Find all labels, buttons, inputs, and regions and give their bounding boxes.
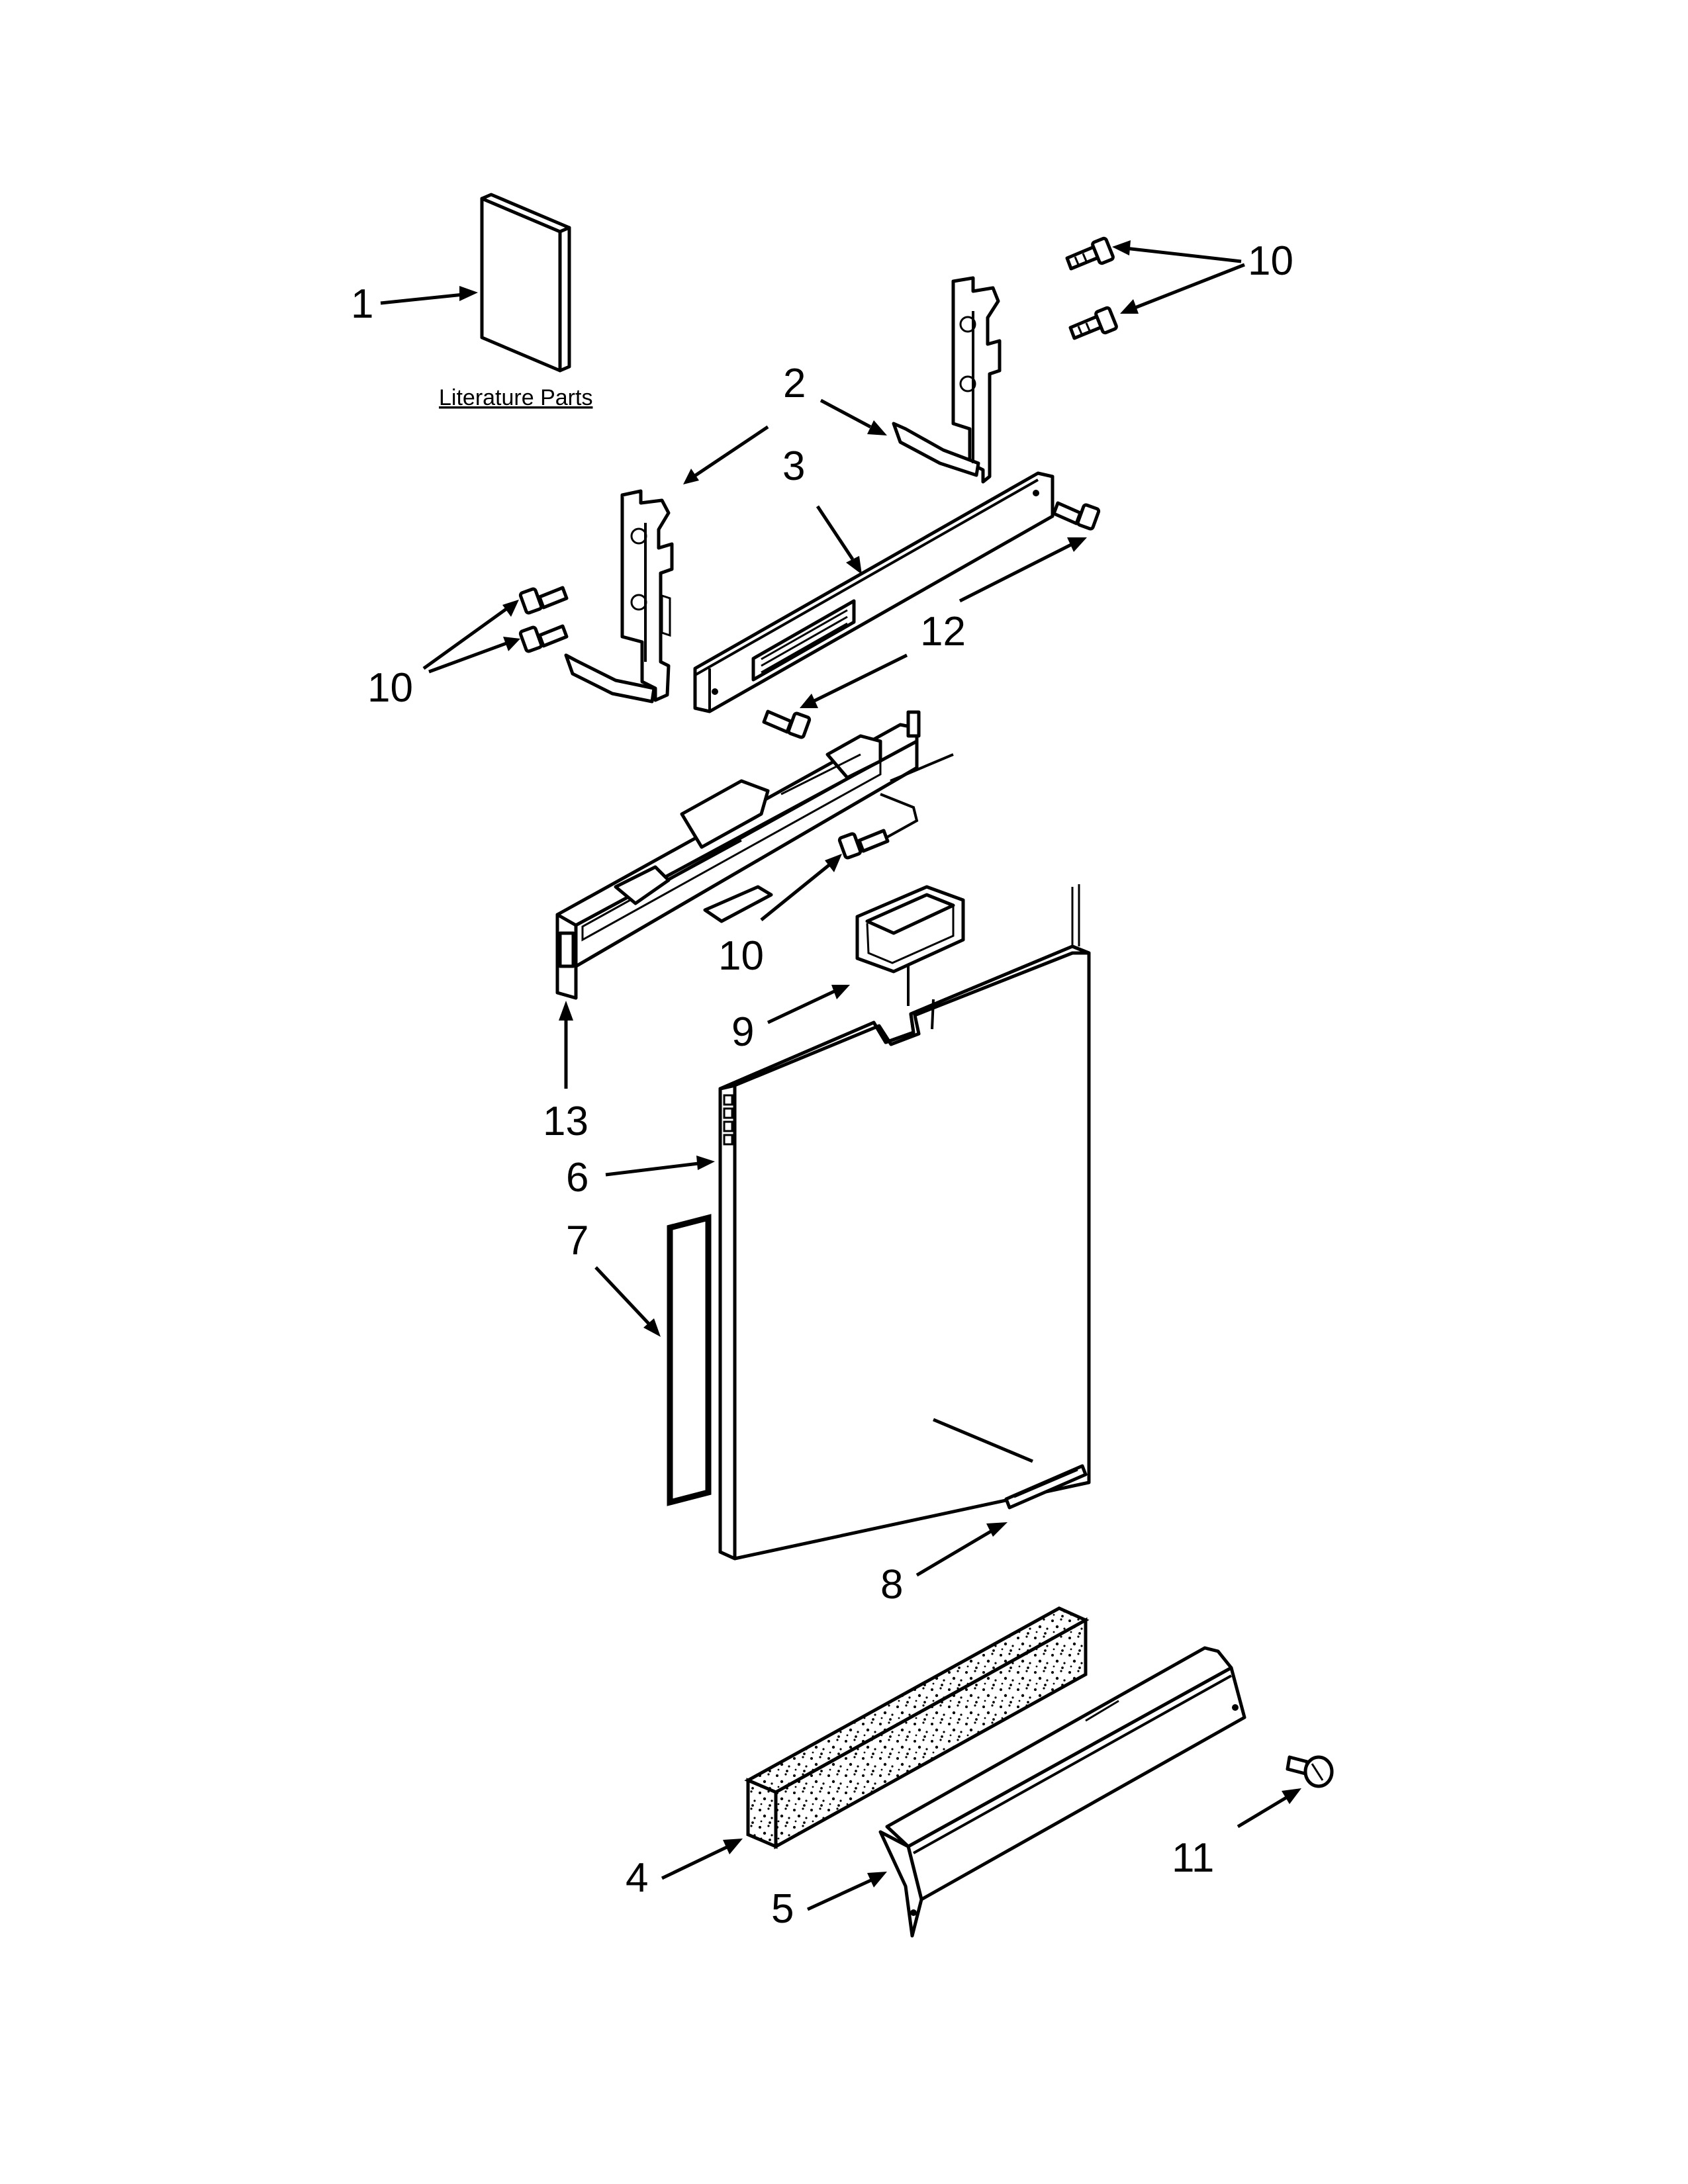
nameplate-badge [1004,1464,1088,1510]
door-vent-slots [723,1094,733,1146]
door-gasket [667,1214,712,1506]
toe-panel-screw [1286,1755,1334,1788]
screw-left-2 [518,624,569,653]
screw-top-1 [1065,236,1115,271]
callout-2: 2 [783,361,806,406]
toe-panel [878,1646,1246,1938]
screw-console [837,829,890,860]
literature-parts-label: Literature Parts [439,385,592,410]
warning-label [751,599,856,682]
foam-insulation [744,1606,1090,1850]
callout-6: 6 [566,1155,588,1201]
screw-top-2 [1068,306,1118,340]
console-housing [555,710,954,1000]
callout-3: 3 [782,443,805,489]
callout-12: 12 [920,609,966,655]
callout-11: 11 [1172,1835,1214,1881]
door-handle [855,885,965,1006]
literature-parts-booklet [480,193,571,373]
callout-4: 4 [626,1855,648,1901]
screw-strip-left [762,709,812,739]
callout-9: 9 [731,1009,754,1055]
callout-10-top: 10 [1248,238,1293,284]
hinge-bracket-left [564,489,674,704]
panel-strip [693,471,1055,713]
screw-strip-right [1052,501,1101,531]
callout-7: 7 [566,1218,588,1263]
callout-10-middle: 10 [718,933,764,979]
screw-left-1 [518,586,569,615]
callout-13: 13 [543,1099,588,1144]
hinge-bracket-right [892,276,1002,484]
door-panel [718,884,1091,1561]
callout-10-left: 10 [367,665,413,711]
callout-1: 1 [351,281,373,327]
callout-5: 5 [771,1886,794,1932]
callout-8: 8 [880,1562,903,1608]
